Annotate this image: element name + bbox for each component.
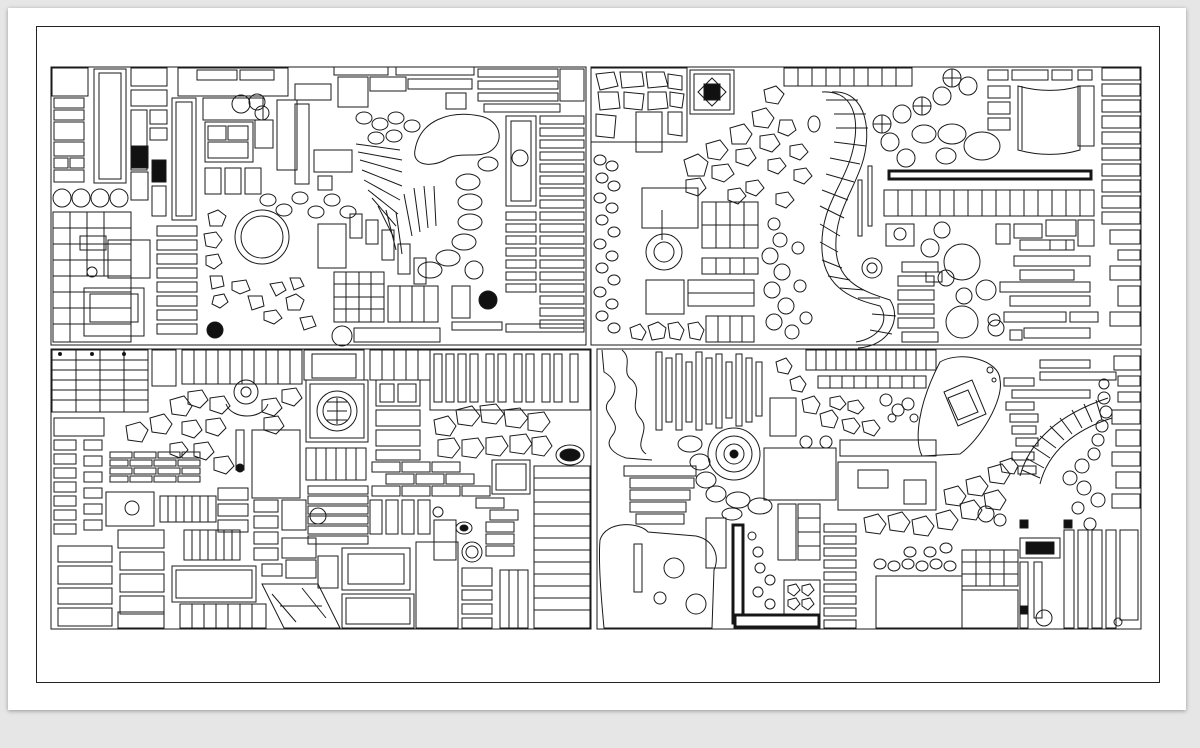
tl-right-stack [505,115,585,329]
tr-circle-cluster [885,221,1005,339]
tr-curved-bench [1017,85,1081,155]
tr-flagstone-patch [590,67,688,153]
tr-center-blocks [641,187,759,343]
tl-square-grid [317,213,585,347]
br-top-railing [805,349,937,389]
br-flagstone-arc [775,357,881,437]
br-tree-cluster [879,393,1007,527]
br-vertical-posts [655,351,763,431]
br-deck-slats [623,465,697,525]
panel-bottom-right [596,348,1142,630]
drawing-sheet [8,8,1186,710]
br-arc-path [1019,397,1113,485]
panel-top-right [590,66,1142,346]
tl-long-slabs [93,67,197,221]
tr-circle-column [761,217,813,340]
tl-tree-symbols [206,93,270,339]
br-vertical-planks [705,503,821,569]
tl-brick-stack [51,67,89,183]
br-gabion-block [783,579,821,615]
tr-serpentine-path [819,91,897,349]
bl-brick-grid [51,349,149,413]
bl-brick-herringbone [109,451,201,483]
br-well-fountain [707,427,761,481]
bl-plank-fence [429,349,591,411]
tr-top-plank-row [783,67,913,133]
tl-block-cluster [177,67,353,195]
tl-round-stones [52,188,129,208]
br-plank-stack [823,523,857,629]
bl-trellis [105,487,249,533]
panel-top-left [50,66,587,346]
tr-step-planks [897,219,1099,343]
tl-round-fountain [234,209,290,265]
tr-plank-row [883,189,1095,217]
panel-bottom-left [50,348,592,630]
tr-right-stack [1101,67,1141,327]
bl-brick-bond [371,461,519,557]
bl-mid-stack [305,379,421,481]
bl-deck-planks [533,465,591,629]
br-post-fence [1019,529,1139,629]
br-dense-dots [731,523,821,629]
br-center-slabs [763,397,937,511]
br-pebble-row [873,542,957,572]
tl-top-bars [333,66,585,113]
bl-stepping-arc [433,403,585,466]
tl-pond-outline [414,113,500,165]
bl-column-bars [151,349,431,387]
bl-square-frame [491,459,531,495]
tr-round-trees [872,68,1001,168]
tr-thin-posts [857,165,873,237]
tl-stone-row [259,111,421,219]
bl-well [225,379,269,473]
br-pond-bay [598,524,717,629]
tl-stepping-stones [203,209,317,331]
bl-mid-lower [253,485,529,629]
br-circle-strand [747,531,776,610]
bl-left-stack [53,417,113,627]
tr-pebble-strip [593,154,621,334]
br-gazebo [917,356,1001,457]
bl-square-tile [251,429,301,499]
tl-radial-planks [355,143,437,255]
bl-blocks-lower [117,529,267,629]
tl-tall-panel [505,115,537,207]
tr-top-small-bars [987,69,1095,147]
br-right-planks [1003,355,1141,509]
br-wavy-edge [601,349,653,461]
tl-tile-grid [52,211,151,343]
bl-chinese-medallion [305,379,369,443]
tr-medallion-tile [689,69,735,115]
tr-pebble-cluster [629,321,705,341]
br-circle-chain [1062,378,1113,531]
br-stepping-pads [863,457,1019,537]
br-deck-grid [875,519,1073,629]
tr-flagstone-scatter [683,85,813,209]
tl-oval-stepping [417,156,499,279]
tr-hedge-row [887,169,1093,181]
bl-diamond-panel [261,563,341,629]
br-rounded-pebbles [677,435,773,521]
tl-plank-column [156,225,198,335]
